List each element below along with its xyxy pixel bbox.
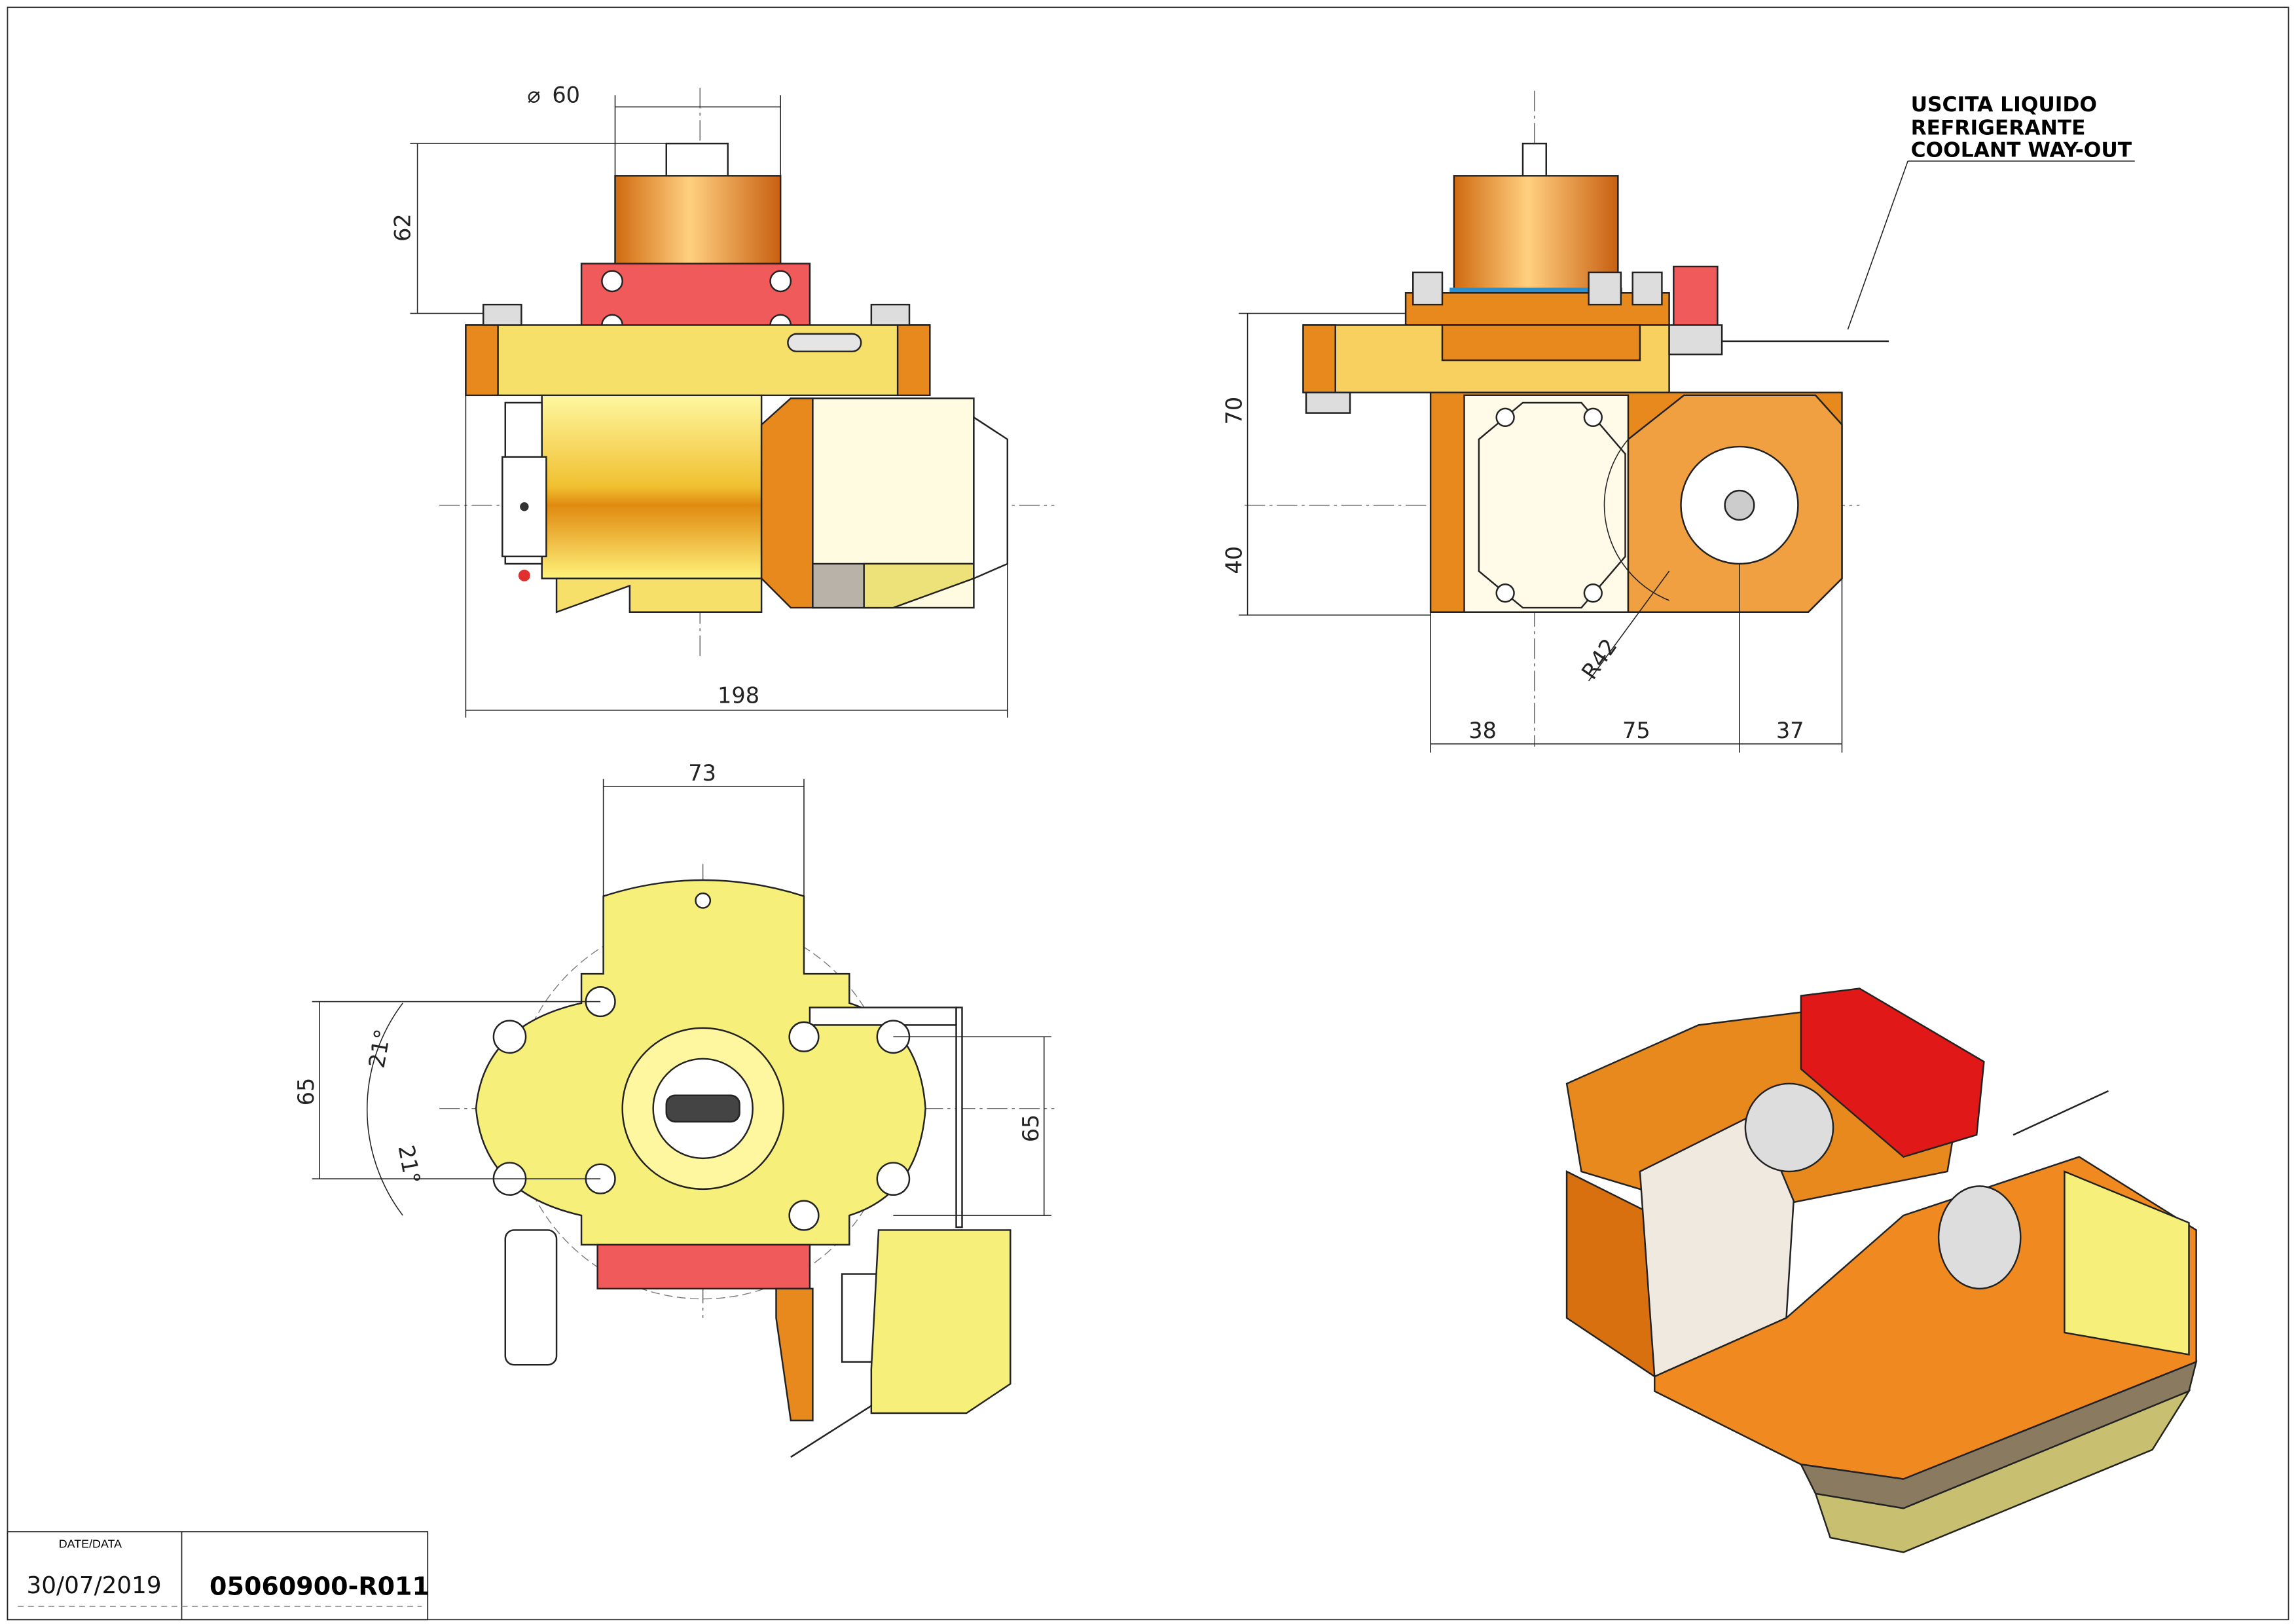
callout-line-1: USCITA LIQUIDO bbox=[1911, 93, 2097, 117]
dim-bottom-right-height: 65 bbox=[1018, 1115, 1044, 1143]
dim-bottom-angle-lower: 21° bbox=[393, 1143, 426, 1186]
front-view: ⌀ 60 62 198 bbox=[390, 83, 1055, 718]
dim-side-middle: 75 bbox=[1622, 718, 1650, 743]
dim-side-radius: R42 bbox=[1576, 634, 1622, 684]
callout-line-3: COOLANT WAY-OUT bbox=[1911, 138, 2132, 162]
dim-front-width: 198 bbox=[718, 682, 759, 708]
dim-bottom-angle-upper: 21° bbox=[364, 1027, 396, 1070]
dim-side-left: 38 bbox=[1468, 718, 1497, 743]
dim-side-lower: 40 bbox=[1222, 546, 1247, 574]
dim-bottom-left-height: 65 bbox=[293, 1078, 319, 1106]
callout-line-2: REFRIGERANTE bbox=[1911, 117, 2086, 140]
dim-bottom-width: 73 bbox=[688, 760, 716, 786]
dim-side-right: 37 bbox=[1776, 718, 1804, 743]
isometric-view bbox=[1565, 987, 2198, 1553]
side-view: 70 40 R42 38 75 37 USCITA LIQUIDO REFRIG… bbox=[1222, 90, 2135, 753]
date-label: DATE/DATA bbox=[59, 1538, 122, 1551]
sheet-border bbox=[7, 7, 2289, 1621]
dim-diameter-symbol: ⌀ bbox=[527, 83, 540, 108]
dim-front-diameter: 60 bbox=[552, 83, 580, 108]
drawing-number: 05060900-R011 bbox=[210, 1572, 429, 1600]
bottom-view: 73 65 21° 21° 65 bbox=[293, 760, 1055, 1458]
dim-side-upper: 70 bbox=[1222, 397, 1247, 425]
title-block: DATE/DATA 30/07/2019 05060900-R011 bbox=[7, 1531, 429, 1621]
dim-front-height: 62 bbox=[390, 213, 415, 242]
date-value: 30/07/2019 bbox=[27, 1572, 162, 1599]
